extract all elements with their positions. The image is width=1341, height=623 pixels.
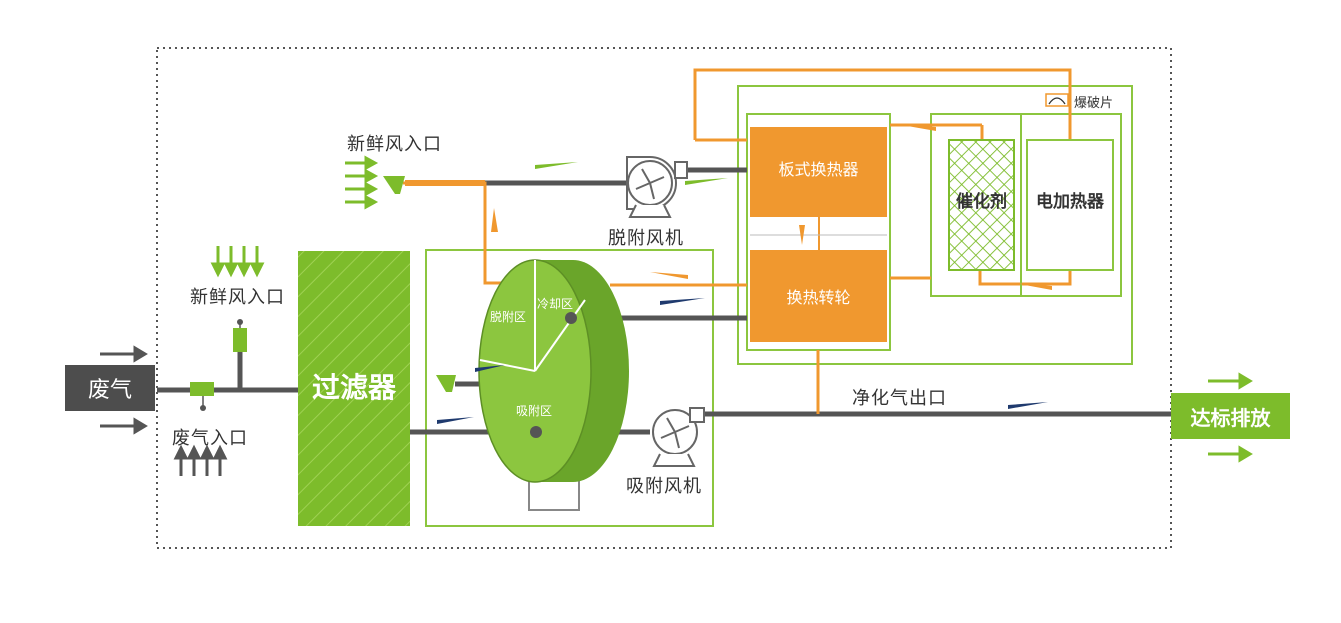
fan-icon (626, 156, 688, 218)
waste-gas-inlet-label: 废气入口 (172, 428, 248, 449)
catalyst-label: 催化剂 (956, 191, 1007, 212)
flow-arrow-icon (1208, 372, 1253, 463)
plate-heat-exchanger-label: 板式换热器 (778, 160, 859, 179)
heat-exchange-wheel (750, 250, 887, 342)
desorption-fan-label: 脱附风机 (608, 228, 684, 249)
rotor-wheel (478, 259, 629, 511)
electric-heater-block (1026, 139, 1114, 271)
filter-label: 过滤器 (311, 371, 396, 404)
flow-arrow-icon (210, 246, 265, 278)
flow-arrow-icon (345, 155, 379, 210)
flow-arrow-icon (100, 345, 148, 435)
flow-arrow-icon (173, 444, 228, 476)
system-boundary (156, 47, 1172, 549)
catalyst-block (948, 139, 1015, 271)
electric-heater-label: 电加热器 (1036, 191, 1104, 212)
rupture-disc-icon (1045, 93, 1069, 107)
fresh-air-inlet-top-label: 新鲜风入口 (347, 134, 442, 155)
compliant-discharge-label: 达标排放 (1190, 405, 1271, 430)
valve-icon (190, 176, 456, 411)
clean-gas-outlet-label: 净化气出口 (852, 388, 947, 409)
plate-heat-exchanger (750, 127, 887, 217)
desorption-zone-label: 脱附区 (490, 310, 527, 324)
fresh-air-inlet-left-label: 新鲜风入口 (190, 287, 285, 308)
waste-gas-label: 废气 (87, 378, 132, 403)
filter-block (298, 251, 410, 526)
wheel-enclosure (425, 249, 714, 527)
flow-arrow-icon (437, 124, 1052, 424)
cooling-zone-label: 冷却区 (537, 297, 574, 311)
waste-gas-box: 废气 (65, 365, 155, 411)
adsorption-fan-label: 吸附风机 (626, 476, 702, 497)
fan-icon (652, 407, 705, 467)
rco-enclosure (737, 85, 1133, 365)
rupture-disc-label: 爆破片 (1074, 96, 1114, 111)
compliant-discharge-box: 达标排放 (1171, 393, 1290, 439)
heat-exchange-wheel-label: 换热转轮 (786, 288, 851, 307)
adsorption-zone-label: 吸附区 (516, 404, 553, 418)
catalytic-enclosure (930, 113, 1122, 297)
